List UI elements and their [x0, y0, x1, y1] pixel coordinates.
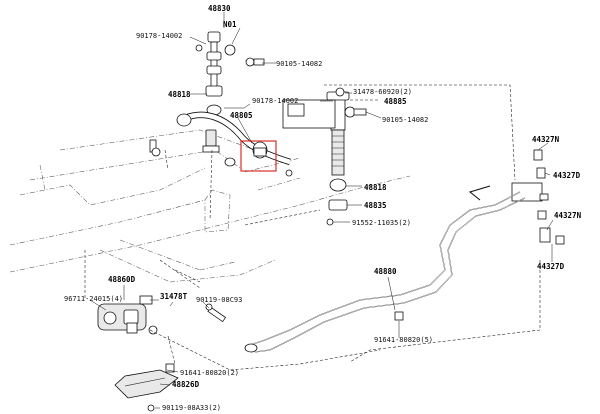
callout-44327d-b: 44327D	[537, 262, 565, 271]
protector-48826D	[114, 363, 179, 412]
callout-96711-24015: 96711-24015(4)	[64, 295, 123, 303]
callout-91641-80820-2: 91641-80820(2)	[180, 369, 239, 377]
callout-44327n-b: 44327N	[554, 211, 582, 220]
callout-48885: 48885	[384, 97, 407, 106]
callout-31478t: 31478T	[160, 292, 188, 301]
stabilizer-bar-48805	[149, 111, 293, 177]
callout-31478-60920: 31478-60920(2)	[353, 88, 412, 96]
hydraulic-lines-48880	[244, 185, 526, 353]
callout-90119-08c93: 90119-08C93	[196, 296, 242, 304]
callout-labels: 48830 N01 90178-14002 90105-14082 48818 …	[64, 4, 582, 412]
bolt-90119-08C93	[205, 303, 227, 323]
callout-48830: 48830	[208, 4, 231, 13]
callout-48835: 48835	[364, 201, 387, 210]
callout-n01: N01	[223, 20, 237, 29]
highlight-box	[240, 140, 277, 172]
stabilizer-link-48830	[195, 31, 265, 116]
callout-48860d: 48860D	[108, 275, 136, 284]
callout-48805: 48805	[230, 111, 253, 120]
valve-assembly-48860D	[97, 295, 158, 335]
dashed-reference-lines	[84, 84, 541, 371]
callout-48826d: 48826D	[172, 380, 200, 389]
callout-48818-a: 48818	[168, 90, 191, 99]
callout-48818-b: 48818	[364, 183, 387, 192]
callout-91552-11035: 91552-11035(2)	[352, 219, 411, 227]
callout-90105-14082-b: 90105-14082	[382, 116, 428, 124]
callout-90178-14002-a: 90178-14002	[136, 32, 182, 40]
callout-48880: 48880	[374, 267, 397, 276]
callout-44327d-a: 44327D	[553, 171, 581, 180]
leader-lines	[89, 12, 554, 409]
vehicle-frame-outline	[9, 129, 411, 283]
brackets-44327	[511, 149, 565, 245]
actuator-48885	[282, 87, 367, 226]
callout-91641-80820-5: 91641-80820(5)	[374, 336, 433, 344]
callout-90119-08a33: 90119-08A33(2)	[162, 404, 221, 412]
callout-90105-14082-a: 90105-14082	[276, 60, 322, 68]
callout-44327n-a: 44327N	[532, 135, 560, 144]
callout-90178-14002-b: 90178-14002	[252, 97, 298, 105]
